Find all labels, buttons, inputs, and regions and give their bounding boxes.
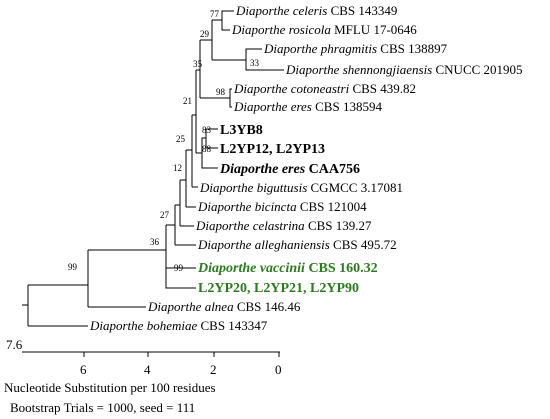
taxon-label: Diaporthe eres CBS 138594 (233, 99, 382, 114)
bootstrap-value: 33 (250, 58, 260, 68)
bootstrap-value: 27 (160, 210, 170, 220)
branch-node-27 (175, 180, 181, 226)
branch-celeris-rosicola (212, 10, 234, 31)
axis-tick-label: 6 (80, 362, 87, 377)
branch-node-12 (180, 150, 187, 207)
branch-node-35 (196, 40, 201, 98)
taxon-label: Diaporthe celastrina CBS 139.27 (195, 218, 372, 233)
bootstrap-value: 36 (150, 237, 160, 247)
taxon-label: Diaporthe alleghaniensis CBS 495.72 (197, 237, 397, 252)
branch-node-25 (186, 115, 193, 187)
taxon-label: Diaporthe bohemiae CBS 143347 (89, 318, 268, 333)
branch-node-36 (166, 205, 176, 245)
footer-note: Bootstrap Trials = 1000, seed = 111 (10, 400, 195, 415)
bootstrap-value: 83 (202, 125, 212, 135)
branch-node-29 (200, 20, 213, 60)
isolate-label-highlight: L2YP20, L2YP21, L2YP90 (198, 281, 359, 296)
bootstrap-values: 77 29 33 35 98 21 83 88 25 12 27 36 99 9… (68, 9, 260, 273)
taxon-label: Diaporthe eres CAA756 (219, 162, 360, 177)
branch-phragmitis-shennong (212, 48, 284, 71)
bootstrap-value: 35 (193, 59, 203, 69)
bootstrap-value: 21 (183, 96, 192, 106)
branch-root (22, 285, 29, 326)
root-distance-label: 7.6 (6, 337, 23, 352)
taxon-labels: Diaporthe celeris CBS 143349 Diaporthe r… (89, 3, 523, 333)
scale-axis: 7.6 6 4 2 0 (6, 337, 282, 377)
axis-title: Nucleotide Substitution per 100 residues (4, 380, 216, 395)
taxon-label-highlight: Diaporthe vaccinii CBS 160.32 (197, 261, 378, 276)
taxon-label: Diaporthe celeris CBS 143349 (235, 3, 397, 18)
branch-node-36-join (88, 225, 167, 288)
taxon-label: Diaporthe alnea CBS 146.46 (147, 299, 301, 314)
tree-branches (22, 10, 284, 327)
taxon-label: Diaporthe cotoneastri CBS 439.82 (233, 81, 416, 96)
taxon-label: Diaporthe shennongjiaensis CNUCC 201905 (285, 62, 523, 77)
isolate-label: L2YP12, L2YP13 (220, 142, 325, 157)
axis-tick-label: 4 (144, 362, 151, 377)
axis-tick-label: 0 (275, 362, 282, 377)
bootstrap-value: 99 (174, 263, 184, 273)
bootstrap-value: 25 (176, 134, 186, 144)
taxon-label: Diaporthe rosicola MFLU 17-0646 (231, 22, 417, 37)
bootstrap-value: 98 (216, 87, 226, 97)
bootstrap-value: 29 (200, 29, 210, 39)
bootstrap-value: 12 (173, 163, 182, 173)
branch-node-99 (28, 250, 89, 307)
taxon-label: Diaporthe phragmitis CBS 138897 (263, 41, 448, 56)
branch-cotoneastri-eres (200, 88, 232, 108)
isolate-label: L3YB8 (220, 123, 263, 138)
bootstrap-value: 99 (68, 262, 78, 272)
bootstrap-value: 88 (202, 144, 212, 154)
bootstrap-value: 77 (210, 9, 220, 19)
branch-l3yb8-group (196, 128, 218, 169)
branch-node-21 (192, 70, 197, 153)
taxon-label: Diaporthe bicincta CBS 121004 (197, 199, 367, 214)
taxon-label: Diaporthe biguttusis CGMCC 3.17081 (199, 180, 403, 195)
axis-tick-label: 2 (210, 362, 217, 377)
